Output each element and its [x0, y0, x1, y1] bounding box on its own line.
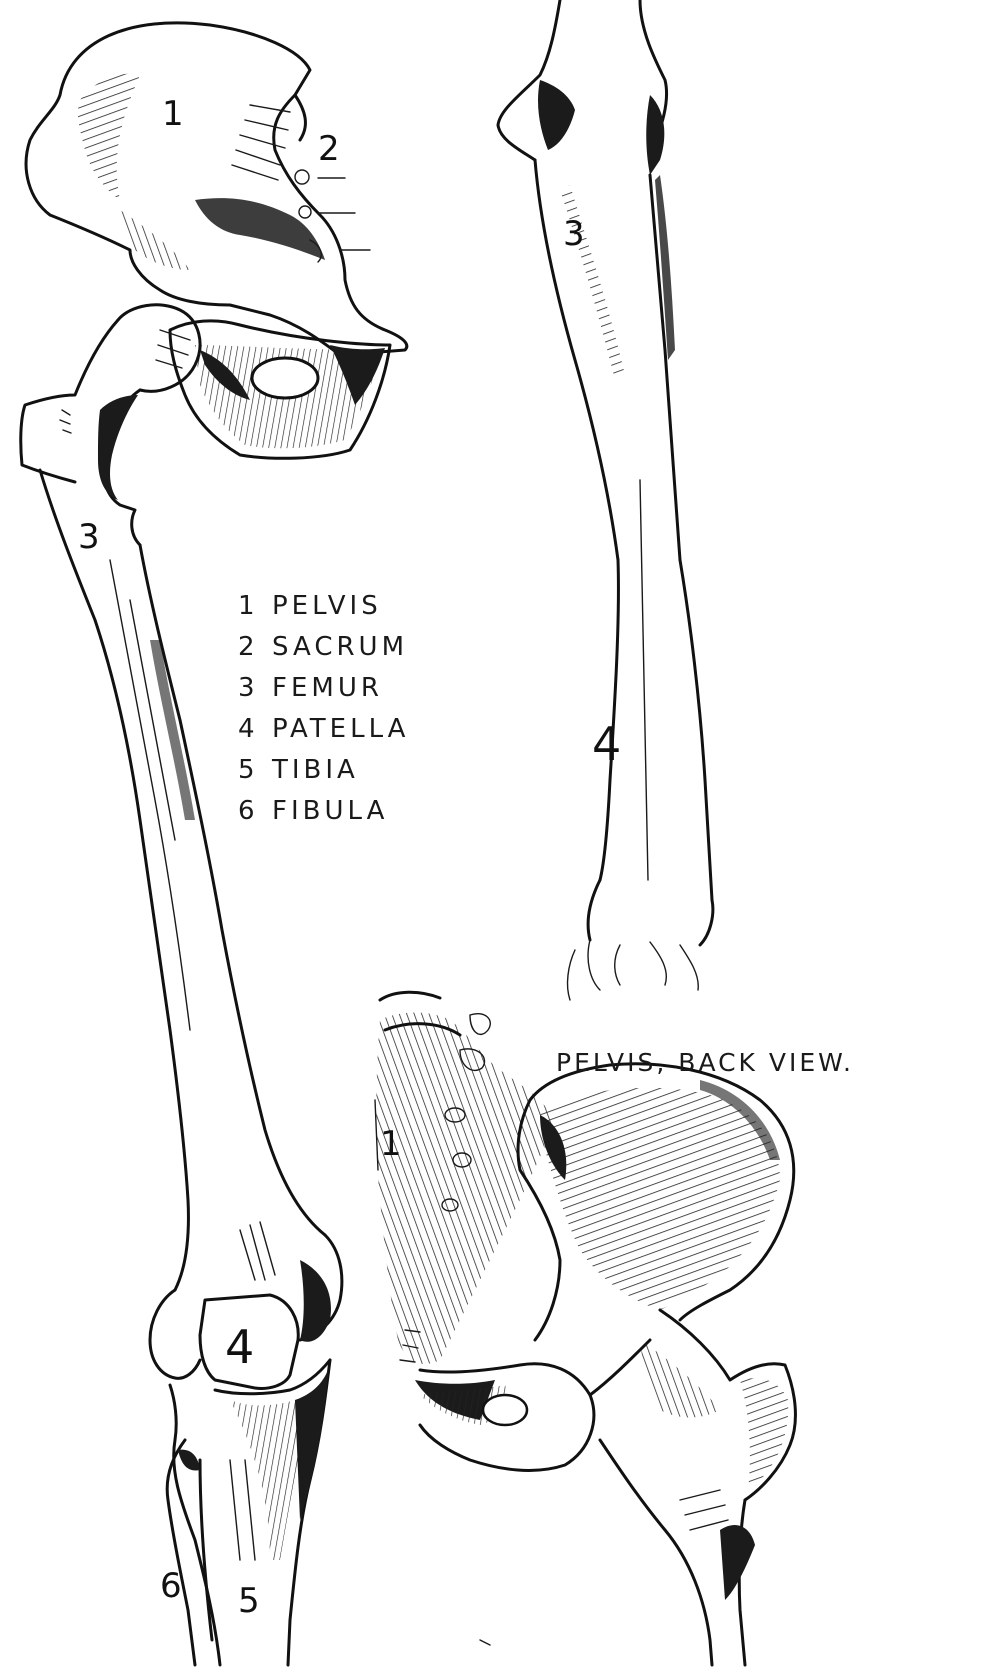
legend-number: 1 — [238, 586, 272, 627]
callout-main-femur: 3 — [78, 517, 100, 557]
legend-label: FEMUR — [272, 673, 383, 703]
main-femur — [21, 305, 342, 1389]
callout-main-patella: 4 — [225, 1320, 254, 1374]
legend-label: PELVIS — [272, 591, 382, 621]
legend-label: TIBIA — [272, 755, 359, 785]
callout-main-pelvis: 1 — [162, 94, 184, 134]
callout-main-tibia: 5 — [238, 1581, 260, 1621]
callout-side-patella: 4 — [592, 717, 621, 771]
main-pelvis — [26, 23, 407, 458]
legend-number: 5 — [238, 750, 272, 791]
callout-side-femur: 3 — [563, 214, 585, 254]
back-view-caption: PELVIS, BACK VIEW. — [556, 1048, 854, 1077]
callout-main-sacrum: 2 — [318, 129, 340, 169]
side-femur — [498, 0, 713, 1000]
legend-number: 4 — [238, 709, 272, 750]
callout-main-fibula: 6 — [160, 1566, 182, 1606]
legend-number: 2 — [238, 627, 272, 668]
legend-label: SACRUM — [272, 632, 408, 662]
callout-back-pelvis: 1 — [380, 1124, 402, 1164]
legend-number: 3 — [238, 668, 272, 709]
legend-number: 6 — [238, 791, 272, 832]
legend-label: FIBULA — [272, 796, 388, 826]
legend-label: PATELLA — [272, 714, 409, 744]
back-view-pelvis — [375, 992, 795, 1665]
